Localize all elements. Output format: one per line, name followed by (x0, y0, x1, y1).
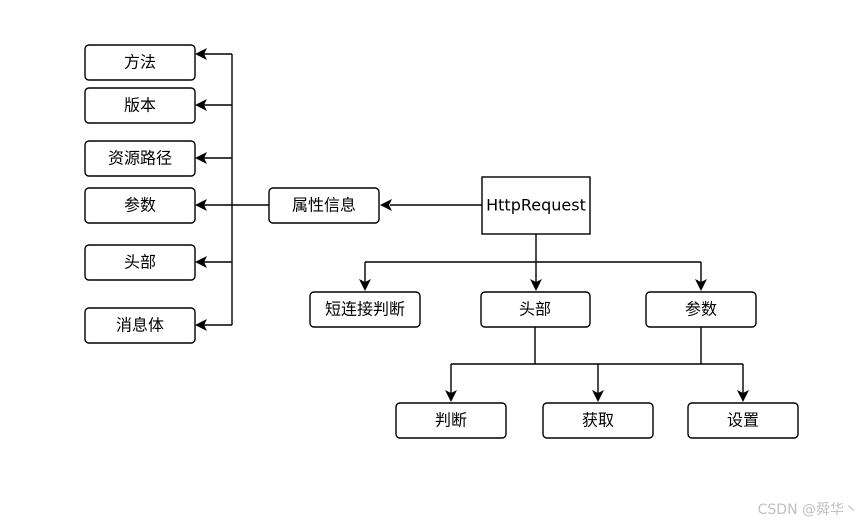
node-set: 设置 (687, 402, 799, 439)
arrow-left (195, 99, 207, 111)
node-params: 参数 (645, 291, 757, 328)
arrow-down (359, 279, 371, 291)
node-body: 消息体 (84, 307, 196, 344)
node-label: 获取 (582, 411, 614, 430)
edges-operations (450, 327, 744, 393)
node-label: HttpRequest (486, 196, 586, 215)
node-method: 方法 (84, 44, 196, 81)
node-label: 属性信息 (292, 196, 356, 215)
node-params-left: 参数 (84, 187, 196, 224)
node-headers: 头部 (480, 291, 591, 328)
arrow-down (695, 279, 707, 291)
node-label: 短连接判断 (325, 300, 405, 319)
node-version: 版本 (84, 87, 196, 124)
node-label: 头部 (124, 253, 156, 272)
arrow-left (380, 199, 392, 211)
node-label: 判断 (435, 411, 467, 430)
watermark: CSDN @舜华丶 (758, 502, 858, 518)
edges-root-children (364, 234, 702, 282)
node-label: 版本 (124, 96, 156, 115)
arrow-left (195, 256, 207, 268)
arrow-left (195, 152, 207, 164)
node-label: 消息体 (116, 316, 164, 335)
node-resource-path: 资源路径 (84, 140, 196, 177)
node-headers-left: 头部 (84, 244, 196, 281)
node-label: 资源路径 (108, 149, 172, 168)
node-label: 头部 (519, 300, 551, 319)
arrow-down (445, 390, 457, 402)
node-label: 设置 (727, 411, 759, 430)
edges-attributes (203, 53, 269, 326)
node-label: 参数 (124, 196, 156, 215)
node-check: 判断 (395, 402, 507, 439)
node-short-connection: 短连接判断 (309, 291, 421, 328)
arrowheads (195, 48, 749, 402)
node-attributes: 属性信息 (268, 187, 380, 224)
node-label: 参数 (685, 300, 717, 319)
arrow-left (195, 199, 207, 211)
arrow-down (592, 390, 604, 402)
arrow-left (195, 319, 207, 331)
node-label: 方法 (124, 53, 156, 72)
arrow-down (737, 390, 749, 402)
node-httprequest: HttpRequest (481, 176, 591, 235)
arrow-left (195, 48, 207, 60)
arrow-down (530, 279, 542, 291)
node-get: 获取 (542, 402, 654, 439)
